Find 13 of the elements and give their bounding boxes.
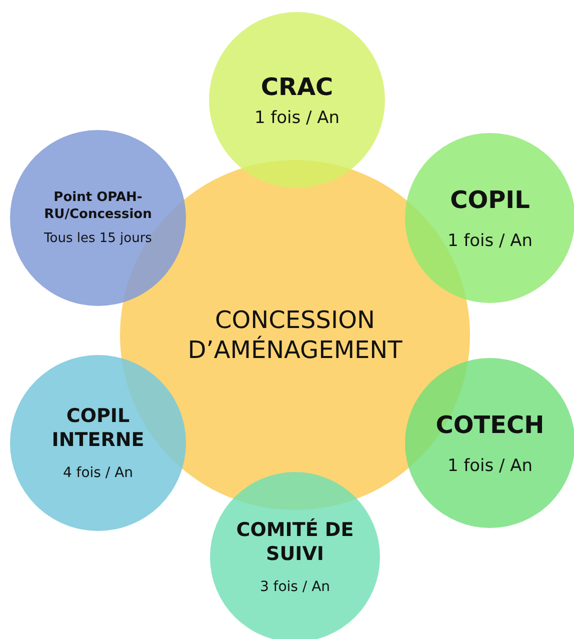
frequency-text: 1 fois / An [254,108,340,128]
frequency-text: 1 fois / An [447,456,533,476]
frequency-text: 4 fois / An [62,464,134,481]
circle-title: CONCESSION D’AMÉNAGEMENT [186,305,404,365]
circle-title: COPIL INTERNE [50,405,146,453]
frequency-text: 1 fois / An [447,231,533,251]
frequency-text: 3 fois / An [260,578,330,595]
circle-title: Point OPAH-RU/Concession [43,190,153,223]
circle-title: CRAC [260,72,334,102]
circle-title: COMITÉ DE SUIVI [235,519,355,567]
frequency-text: Tous les 15 jours [44,230,152,246]
circle-title: COPIL [450,185,530,215]
circle-title: COTECH [436,410,544,440]
